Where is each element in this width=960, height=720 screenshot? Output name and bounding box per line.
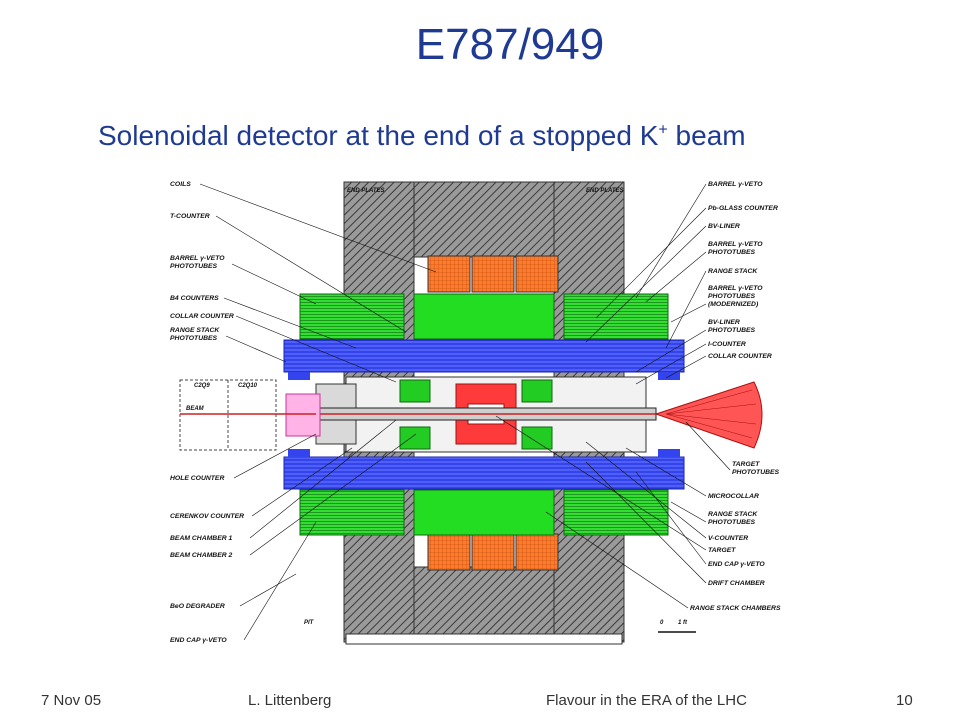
subtitle-main: Solenoidal detector at the end of a stop… bbox=[98, 120, 659, 151]
slide-subtitle: Solenoidal detector at the end of a stop… bbox=[98, 120, 746, 152]
footer-author: L. Littenberg bbox=[248, 692, 332, 709]
right-label-v-counter: V-COUNTER bbox=[708, 535, 748, 542]
right-label-range-stack-1: RANGE STACK bbox=[708, 268, 758, 275]
left-label-b4-counters: B4 COUNTERS bbox=[170, 295, 219, 302]
right-label-target-2: TARGET bbox=[708, 547, 736, 554]
left-label-collar-counter: COLLAR COUNTER bbox=[170, 313, 234, 320]
c2q9-label: C2Q9 bbox=[194, 383, 210, 389]
right-label-drift-chamber: DRIFT CHAMBER bbox=[708, 580, 765, 587]
left-label-end-cap-veto: END CAP γ-VETO bbox=[170, 637, 227, 644]
right-label-phototubes-3: PHOTOTUBES bbox=[708, 327, 756, 334]
right-label-range-stack-2: RANGE STACK bbox=[708, 511, 758, 518]
coils bbox=[427, 255, 559, 571]
subtitle-superscript: + bbox=[658, 121, 668, 139]
right-label-i-counter: I-COUNTER bbox=[708, 341, 746, 348]
footer-event: Flavour in the ERA of the LHC bbox=[546, 692, 747, 709]
left-label-beo-degrader: BeO DEGRADER bbox=[170, 603, 225, 610]
scale-zero-label: 0 bbox=[660, 620, 664, 626]
right-label-barrel-veto-3: BARREL γ-VETO bbox=[708, 285, 763, 292]
c2q10-label: C2Q10 bbox=[238, 383, 258, 389]
left-label-coils: COILS bbox=[170, 181, 191, 188]
right-label-modernized: (MODERNIZED) bbox=[708, 301, 759, 308]
left-labels: COILS T-COUNTER BARREL γ-VETO PHOTOTUBES… bbox=[170, 181, 244, 644]
right-label-target-phototubes: PHOTOTUBES bbox=[732, 469, 780, 476]
left-label-phototubes-1: PHOTOTUBES bbox=[170, 263, 218, 270]
beamline bbox=[179, 379, 321, 451]
left-label-range-stack: RANGE STACK bbox=[170, 327, 220, 334]
left-label-beam-chamber-2: BEAM CHAMBER 2 bbox=[170, 552, 233, 559]
barrel-veto bbox=[299, 293, 669, 536]
pit-label: PIT bbox=[304, 620, 315, 626]
end-plates-left-label: END PLATES bbox=[347, 188, 385, 194]
left-label-hole-counter: HOLE COUNTER bbox=[170, 475, 224, 482]
left-label-t-counter: T-COUNTER bbox=[170, 213, 210, 220]
right-label-phototubes-1: PHOTOTUBES bbox=[708, 249, 756, 256]
right-label-phototubes-4: PHOTOTUBES bbox=[708, 519, 756, 526]
end-plates-right-label: END PLATES bbox=[586, 188, 624, 194]
right-label-microcollar: MICROCOLLAR bbox=[708, 493, 759, 500]
right-label-phototubes-2: PHOTOTUBES bbox=[708, 293, 756, 300]
leader-lines bbox=[199, 183, 731, 641]
left-label-barrel-veto: BARREL γ-VETO bbox=[170, 255, 225, 262]
subtitle-tail: beam bbox=[667, 120, 746, 151]
footer-date: 7 Nov 05 bbox=[41, 692, 102, 709]
right-label-bv-liner-1: BV-LINER bbox=[708, 223, 740, 230]
target-fan bbox=[654, 381, 763, 449]
right-label-barrel-veto-2: BARREL γ-VETO bbox=[708, 241, 763, 248]
left-label-cerenkov-counter: CERENKOV COUNTER bbox=[170, 513, 244, 520]
inner-detector bbox=[315, 376, 657, 453]
left-label-phototubes-2: PHOTOTUBES bbox=[170, 335, 218, 342]
range-stack bbox=[283, 339, 685, 490]
slide-title: E787/949 bbox=[415, 20, 605, 69]
right-labels: BARREL γ-VETO Pb-GLASS COUNTER BV-LINER … bbox=[690, 181, 781, 612]
right-label-bv-liner-2: BV-LINER bbox=[708, 319, 740, 326]
beam-label: BEAM bbox=[186, 406, 205, 412]
right-label-barrel-veto-1: BARREL γ-VETO bbox=[708, 181, 763, 188]
right-label-target: TARGET bbox=[732, 461, 760, 468]
right-label-end-cap-veto: END CAP γ-VETO bbox=[708, 561, 765, 568]
scale-one-foot-label: 1 ft bbox=[678, 620, 688, 626]
right-label-pb-glass-counter: Pb-GLASS COUNTER bbox=[708, 205, 778, 212]
left-label-beam-chamber-1: BEAM CHAMBER 1 bbox=[170, 535, 233, 542]
right-label-range-stack-chambers: RANGE STACK CHAMBERS bbox=[690, 605, 781, 612]
detector-diagram: END PLATES END PLATES C2Q9 C2Q10 BEAM PI… bbox=[170, 181, 781, 645]
right-label-collar-counter: COLLAR COUNTER bbox=[708, 353, 772, 360]
footer-page-number: 10 bbox=[896, 692, 913, 709]
iron-yoke bbox=[343, 181, 625, 645]
